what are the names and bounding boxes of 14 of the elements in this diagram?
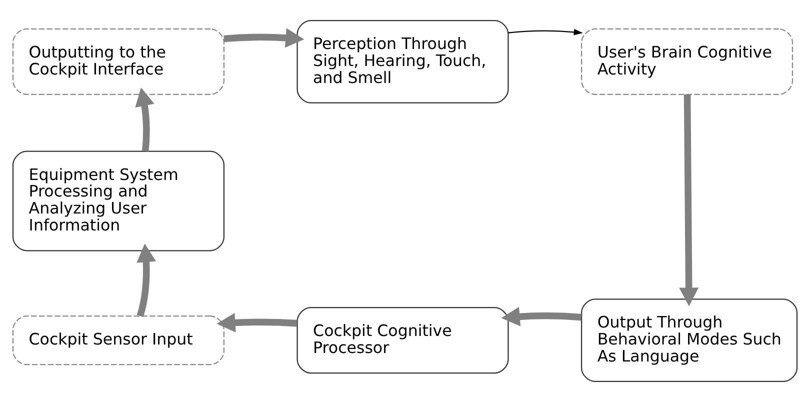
node-box: Perception Through Sight, Hearing, Touch, and Smell [296,20,509,104]
arrow [216,312,298,332]
arrow [135,87,154,152]
node-box: Cockpit Sensor Input [12,316,225,366]
node-box: Outputting to the Cockpit Interface [12,28,225,95]
arrow [501,306,582,326]
node-box: User's Brain Cognitive Activity [580,28,794,95]
arrow [679,94,699,306]
node-box: Equipment System Processing and Analyzing User Information [12,150,225,252]
arrow [136,244,156,317]
node-box: Cockpit Cognitive Processor [296,307,509,374]
node-box: Output Through Behavioral Modes Such As Language [580,298,798,382]
arrow [508,28,583,36]
arrow [224,28,304,48]
